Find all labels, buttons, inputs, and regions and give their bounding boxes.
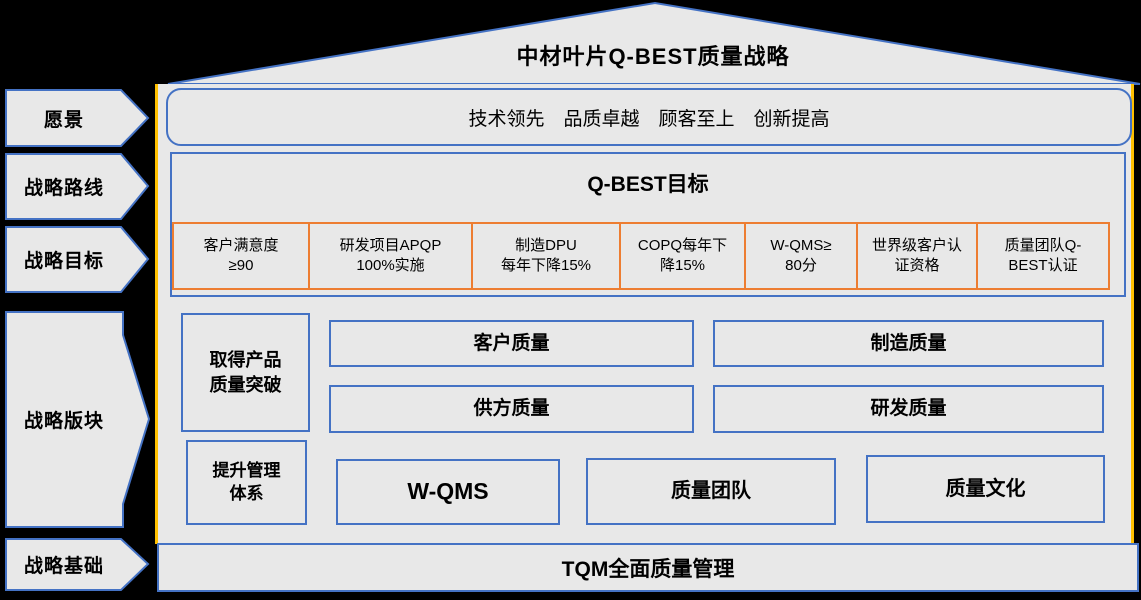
block-wqms: W-QMS bbox=[336, 459, 560, 525]
sidebar-item-label: 战略目标 bbox=[23, 251, 104, 272]
page-title: 中材叶片Q-BEST质量战略 bbox=[516, 44, 790, 69]
sidebar-item-strategy-goal: 战略目标 bbox=[5, 226, 151, 293]
block-quality-culture: 质量文化 bbox=[866, 455, 1105, 523]
sidebar-item-label: 愿景 bbox=[43, 109, 84, 131]
sidebar-item-label: 战略基础 bbox=[23, 556, 104, 577]
vision-statement: 技术领先 品质卓越 顾客至上 创新提高 bbox=[166, 88, 1132, 146]
goal-world-class-cert: 世界级客户认 证资格 bbox=[856, 222, 978, 290]
block-manufacturing-quality: 制造质量 bbox=[713, 320, 1104, 367]
sidebar-item-vision: 愿景 bbox=[5, 89, 151, 147]
qbest-goals-title: Q-BEST目标 bbox=[587, 173, 709, 196]
block-quality-team: 质量团队 bbox=[586, 458, 836, 525]
sidebar-item-strategy-block: 战略版块 bbox=[5, 311, 151, 528]
goal-team-cert: 质量团队Q- BEST认证 bbox=[976, 222, 1110, 290]
goal-dpu: 制造DPU 每年下降15% bbox=[471, 222, 621, 290]
main-panel bbox=[155, 84, 1134, 544]
goal-customer-satisfaction: 客户满意度 ≥90 bbox=[172, 222, 310, 290]
goal-wqms-score: W-QMS≥ 80分 bbox=[744, 222, 858, 290]
sidebar-item-strategy-foundation: 战略基础 bbox=[5, 538, 151, 591]
sidebar-item-label: 战略版块 bbox=[23, 411, 104, 432]
sidebar-item-strategy-route: 战略路线 bbox=[5, 153, 151, 220]
tqm-foundation-bar: TQM全面质量管理 bbox=[157, 543, 1139, 592]
goal-apqp: 研发项目APQP 100%实施 bbox=[308, 222, 473, 290]
qbest-goals-container: Q-BEST目标 bbox=[170, 152, 1126, 297]
block-product-quality-breakthrough: 取得产品 质量突破 bbox=[181, 313, 310, 432]
sidebar-item-label: 战略路线 bbox=[23, 178, 104, 199]
block-management-system: 提升管理 体系 bbox=[186, 440, 307, 525]
goal-copq: COPQ每年下 降15% bbox=[619, 222, 746, 290]
goal-row: 客户满意度 ≥90 研发项目APQP 100%实施 制造DPU 每年下降15% … bbox=[172, 222, 1110, 290]
block-rnd-quality: 研发质量 bbox=[713, 385, 1104, 433]
block-customer-quality: 客户质量 bbox=[329, 320, 694, 367]
block-supplier-quality: 供方质量 bbox=[329, 385, 694, 433]
